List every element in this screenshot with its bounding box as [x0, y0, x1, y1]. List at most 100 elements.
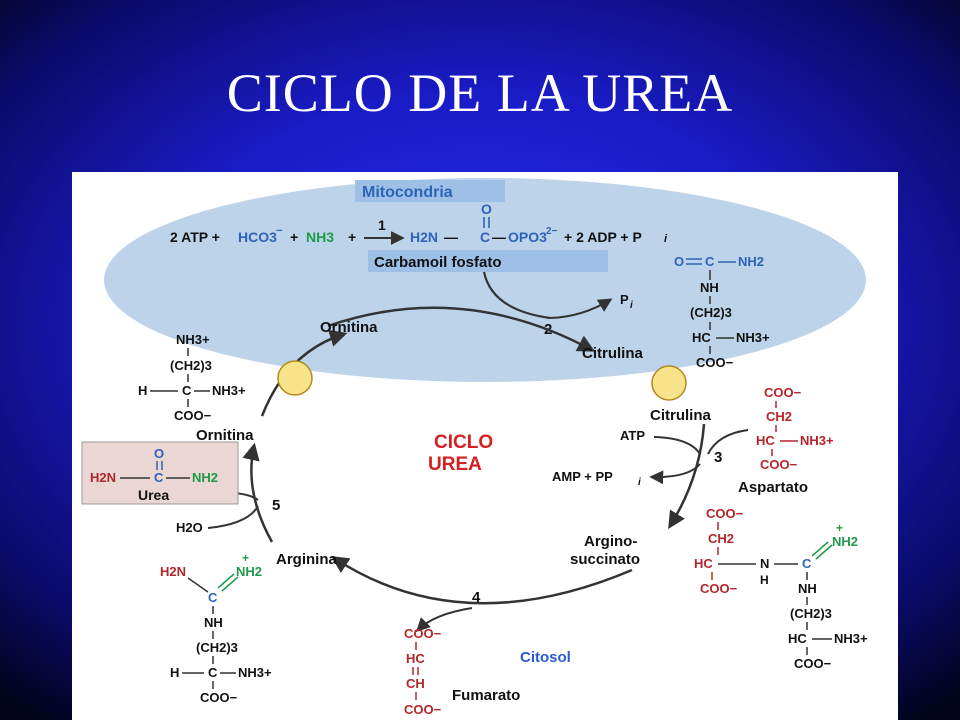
as-coo2: COO− [794, 656, 832, 671]
as-n: N [760, 556, 769, 571]
orn-nh3b: NH3+ [212, 383, 246, 398]
reaction1-atp: 2 ATP + [170, 229, 220, 245]
urea-cycle-diagram: Mitocondria 2 ATP + HCO3 − + NH3 + 1 H2N… [72, 172, 898, 720]
cit-nh: NH [700, 280, 719, 295]
carbamoil-to-citrulline-arrow [482, 271, 551, 320]
citrulina-cyt-label: Citrulina [650, 407, 711, 424]
arg-nh2: NH2 [236, 564, 262, 579]
cycle-center-line1: CICLO [434, 432, 493, 453]
mitochondria-compartment [104, 178, 866, 382]
carbamoil-c: C [480, 229, 490, 245]
asp-coo2: COO− [760, 457, 798, 472]
cit-coo: COO− [696, 355, 734, 370]
arg-double-bond-a [217, 573, 235, 589]
cit-o: O [674, 254, 684, 269]
ornitina-cyt-label: Ornitina [196, 427, 254, 444]
fum-hc: HC [406, 651, 425, 666]
urea-o: O [154, 446, 164, 461]
ornitina-mito-label: Ornitina [320, 319, 378, 336]
arg-double-bond-b [221, 576, 239, 592]
transporter-citrulina [651, 365, 687, 401]
fum-coo1: COO− [404, 626, 442, 641]
citrulina-mito-label: Citrulina [582, 345, 643, 362]
reaction1-nh3: NH3 [306, 229, 334, 245]
step5-h2o: H2O [176, 520, 203, 535]
arg-h2n: H2N [160, 564, 186, 579]
as-nh2: NH2 [832, 534, 858, 549]
urea-box [81, 441, 239, 505]
carbamoil-label: Carbamoil fosfato [374, 254, 502, 271]
asp-hc: HC [756, 433, 775, 448]
cycle-arc-argininosuccinato-to-arginina [331, 556, 633, 605]
citosol-label: Citosol [520, 649, 571, 666]
reaction1-plus1: + [290, 229, 298, 245]
orn-c: C [182, 383, 192, 398]
step5-h2o-arrow [207, 505, 259, 529]
urea-h2n: H2N [90, 470, 116, 485]
carbamoil-h2n: H2N [410, 229, 438, 245]
orn-coo: COO− [174, 408, 212, 423]
asp-nh3: NH3+ [800, 433, 834, 448]
as-hc2: HC [788, 631, 807, 646]
carbamoil-o: O [481, 201, 492, 217]
diagram-canvas: Mitocondria 2 ATP + HCO3 − + NH3 + 1 H2N… [81, 178, 868, 717]
fumarate-release-arrow [416, 607, 473, 632]
transporter-ornitina [277, 360, 313, 396]
argino-label-1: Argino- [584, 533, 637, 550]
reaction1-hco3-charge: − [276, 225, 282, 237]
arg-nh: NH [204, 615, 223, 630]
orn-h: H [138, 383, 147, 398]
cit-nh2: NH2 [738, 254, 764, 269]
urea-nh2: NH2 [192, 470, 218, 485]
cit-nh3: NH3+ [736, 330, 770, 345]
as-bond-c-nh2-b [815, 544, 833, 560]
step3-amp-i: i [638, 477, 641, 488]
reaction1-hco3: HCO3 [238, 229, 277, 245]
carbamoil-opo3-charge: 2− [546, 226, 558, 237]
pi-p: P [620, 292, 629, 307]
arginina-label: Arginina [276, 551, 337, 568]
arg-c: C [208, 590, 218, 605]
step1-number: 1 [378, 217, 386, 233]
cycle-center-line2: UREA [428, 454, 482, 475]
reaction1-plus2: + [348, 229, 356, 245]
step3-atp-arrow [653, 436, 701, 455]
as-bond-c-nh2-a [811, 541, 829, 557]
cycle-arc-arginina-to-ornitina [242, 442, 274, 543]
carbamoil-label-box [368, 250, 608, 272]
step5-number: 5 [272, 497, 280, 514]
fum-ch: CH [406, 676, 425, 691]
as-ch2: CH2 [708, 531, 734, 546]
step4-number: 4 [472, 589, 481, 606]
carbamoil-opo3: OPO3 [508, 229, 547, 245]
fum-coo2: COO− [404, 702, 442, 717]
mito-label-box [355, 180, 505, 202]
asp-coo1: COO− [764, 385, 802, 400]
carbamoil-dash1: — [444, 229, 458, 245]
as-plus: + [836, 521, 843, 535]
as-coo3: COO− [700, 581, 738, 596]
arg-c2: C [208, 665, 218, 680]
asp-ch2: CH2 [766, 409, 792, 424]
arg-nh3: NH3+ [238, 665, 272, 680]
cycle-arc-ornitina-to-citrulina [327, 306, 596, 352]
reaction1-products: + 2 ADP + P [564, 229, 642, 245]
arg-coo: COO− [200, 690, 238, 705]
orn-ch2: (CH2)3 [170, 358, 212, 373]
carbamoil-dash2: — [492, 229, 506, 245]
cit-hc: HC [692, 330, 711, 345]
cit-ch2: (CH2)3 [690, 305, 732, 320]
argino-label-2: succinato [570, 551, 640, 568]
arg-bond-h2n-c [187, 577, 209, 593]
slide-title: CICLO DE LA UREA [226, 63, 734, 123]
as-nh3: NH3+ [834, 631, 868, 646]
as-ch2b: (CH2)3 [790, 606, 832, 621]
urea-c: C [154, 470, 164, 485]
arg-h: H [170, 665, 179, 680]
aspartato-label: Aspartato [738, 479, 808, 496]
reaction1-products-i: i [664, 233, 668, 245]
step3-amp: AMP + PP [552, 469, 613, 484]
arg-ch2: (CH2)3 [196, 640, 238, 655]
fumarato-label: Fumarato [452, 687, 520, 704]
cycle-arc-citrulina-to-argininosuccinato [668, 423, 706, 529]
